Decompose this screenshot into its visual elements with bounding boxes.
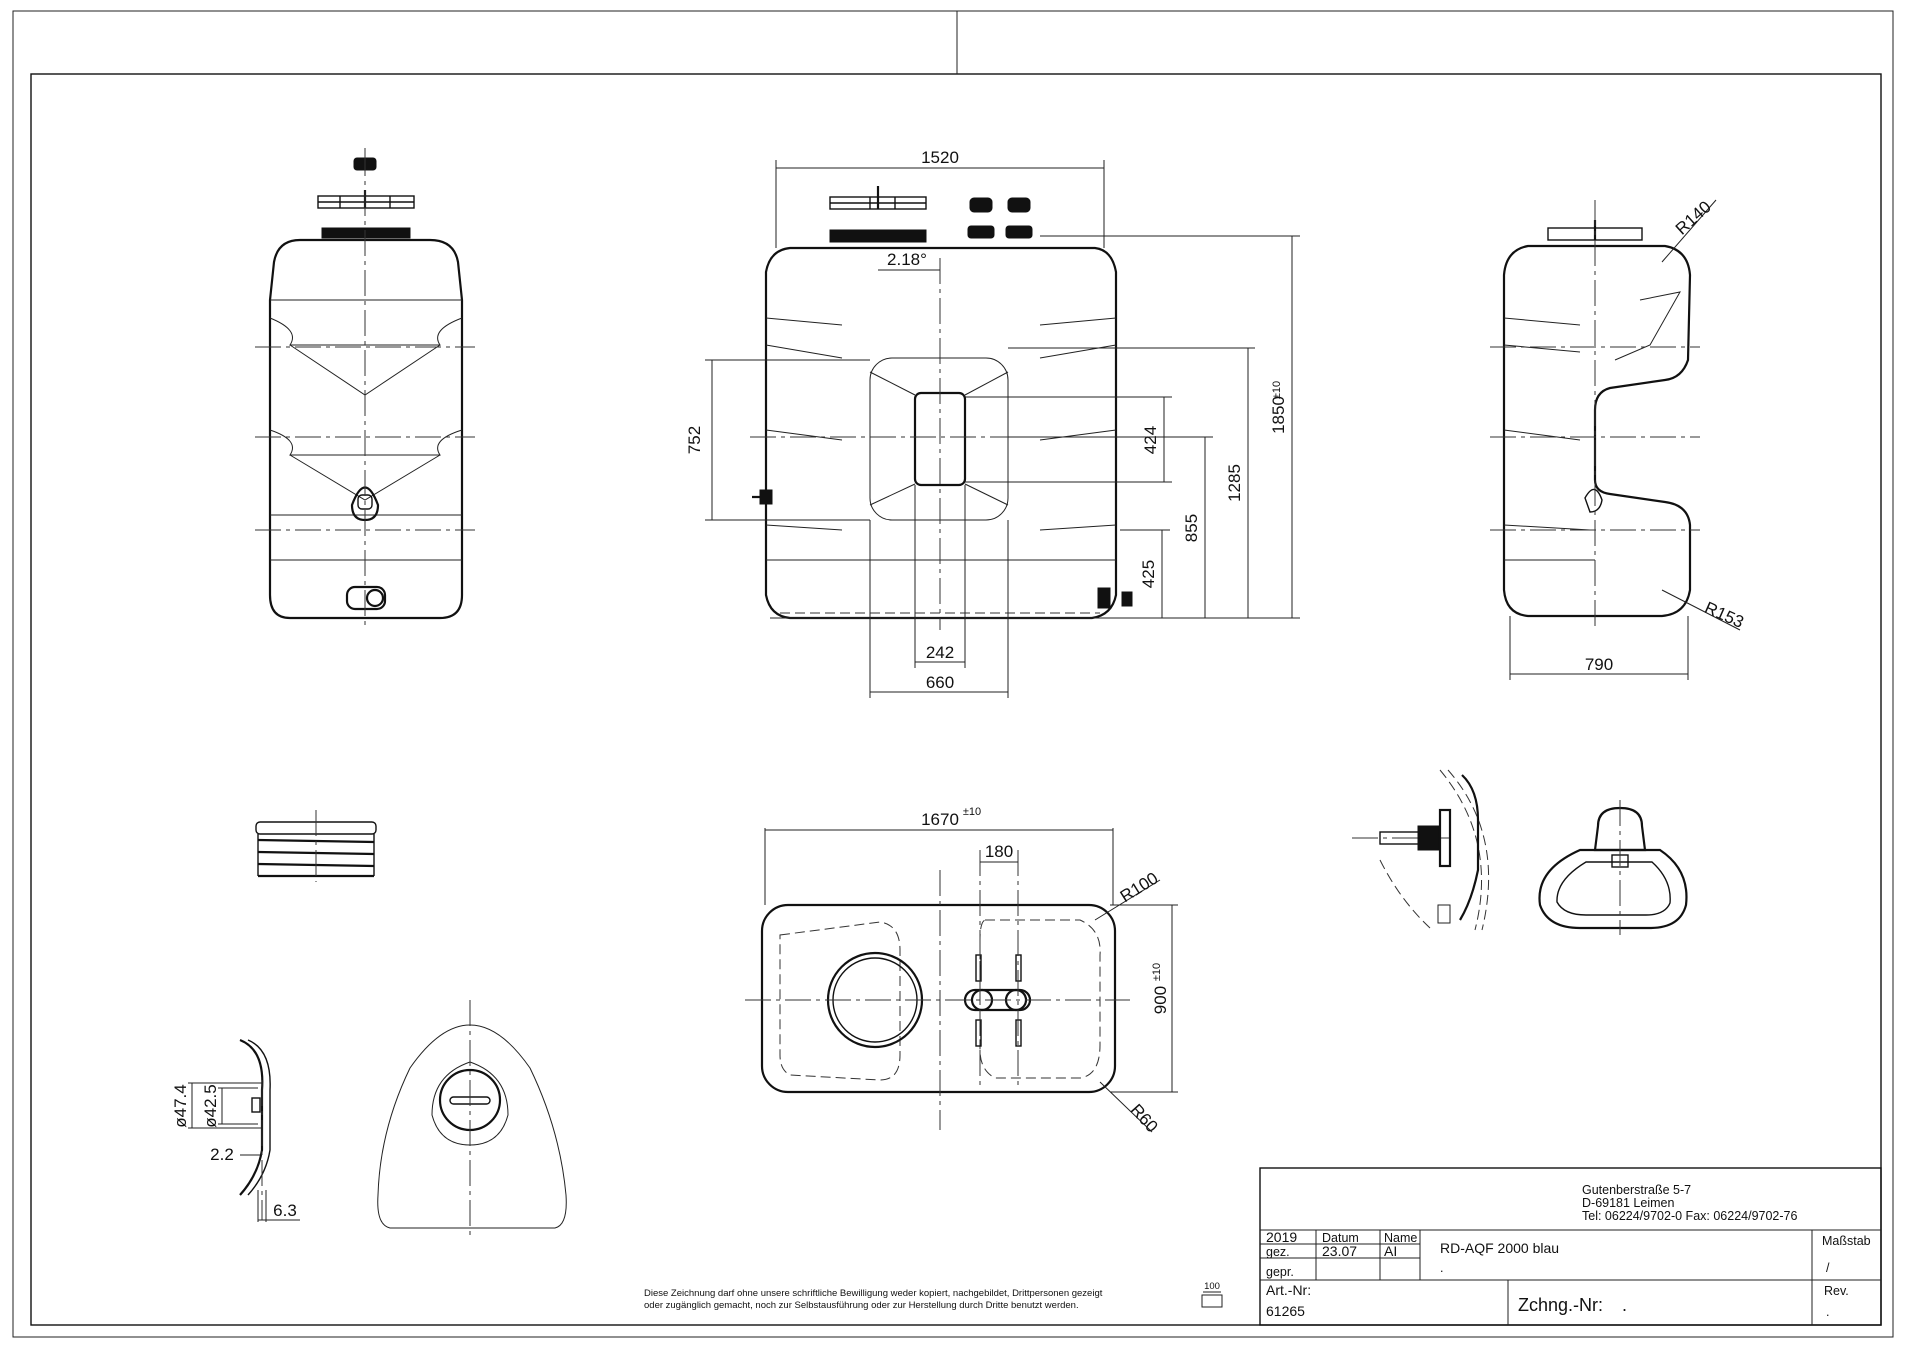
dim-outer-dia: ø47.4 — [171, 1084, 190, 1127]
col-datum: Datum — [1322, 1231, 1359, 1245]
zchng-value: . — [1622, 1295, 1627, 1315]
dim-width-front: 1520 — [921, 148, 959, 167]
valve-detail — [1352, 769, 1490, 931]
date-value: 23.07 — [1322, 1243, 1357, 1259]
dim-hole-spacing: 180 — [985, 842, 1013, 861]
dim-angle: 2.18° — [887, 250, 927, 269]
dim-offset: 6.3 — [273, 1201, 297, 1220]
dim-top-length-tol: ±10 — [963, 806, 981, 818]
address-line-1: Gutenberstraße 5-7 — [1582, 1183, 1691, 1197]
dim-inner-dia: ø42.5 — [201, 1084, 220, 1127]
copyright-notice: Diese Zeichnung darf ohne unsere schrift… — [644, 1288, 1103, 1311]
left-view — [255, 148, 475, 625]
zchng-label: Zchng.-Nr: — [1518, 1295, 1603, 1315]
dim-radius-bottom: R153 — [1702, 598, 1747, 632]
dim-depth: 790 — [1585, 655, 1613, 674]
handle-detail — [1538, 800, 1688, 935]
scale-symbol-value: 100 — [1204, 1281, 1220, 1292]
dim-height-1285: 1285 — [1225, 464, 1244, 502]
year: 2019 — [1266, 1229, 1297, 1245]
dim-outlet-height: 425 — [1139, 560, 1158, 588]
recess-shape — [377, 1000, 567, 1240]
address-line-3: Tel: 06224/9702-0 Fax: 06224/9702-76 — [1582, 1209, 1797, 1223]
side-view: R140 R153 790 — [1490, 197, 1747, 680]
art-value: 61265 — [1266, 1303, 1305, 1319]
dim-radius-inner: R60 — [1127, 1100, 1162, 1136]
front-view: 1520 2.18° 752 424 855 1285 1850 ±10 425 — [685, 148, 1300, 698]
dim-top-length: 1670 — [921, 810, 959, 829]
dim-window-height: 424 — [1141, 426, 1160, 454]
thread-detail — [255, 810, 377, 882]
rev-label: Rev. — [1824, 1284, 1849, 1298]
sheet-frame — [12, 10, 1894, 1338]
drawing-title-sub: . — [1440, 1261, 1443, 1275]
notice-line-2: oder zugänglich gemacht, noch zur Selbst… — [644, 1300, 1079, 1311]
title-block: Gutenberstraße 5-7 D-69181 Leimen Tel: 0… — [1259, 1167, 1882, 1326]
notice-line-1: Diese Zeichnung darf ohne unsere schrift… — [644, 1288, 1103, 1299]
rev-value: . — [1826, 1305, 1829, 1319]
dim-recess-width: 660 — [926, 673, 954, 692]
top-view: 1670 ±10 180 R100 900 ±10 R60 — [745, 806, 1178, 1136]
row-gez: gez. — [1266, 1245, 1290, 1259]
dim-total-height: 1850 — [1269, 396, 1288, 434]
address-line-2: D-69181 Leimen — [1582, 1196, 1674, 1210]
massstab-label: Maßstab — [1822, 1234, 1871, 1248]
row-gepr: gepr. — [1266, 1265, 1294, 1279]
massstab-value: / — [1826, 1261, 1830, 1275]
section-detail: ø47.4 ø42.5 2.2 6.3 — [171, 1038, 300, 1222]
art-label: Art.-Nr: — [1266, 1282, 1311, 1298]
dim-window-width: 242 — [926, 643, 954, 662]
dim-top-width-tol: ±10 — [1151, 963, 1163, 981]
dim-top-width: 900 — [1151, 986, 1170, 1014]
col-name: Name — [1384, 1231, 1417, 1245]
scale-symbol: 100 — [1201, 1281, 1223, 1308]
name-value: AI — [1384, 1243, 1397, 1259]
dim-wall: 2.2 — [210, 1145, 234, 1164]
dim-radius-corner: R100 — [1117, 869, 1162, 907]
dim-recess-height: 752 — [685, 426, 704, 454]
drawing-title: RD-AQF 2000 blau — [1440, 1240, 1559, 1256]
dim-height-855: 855 — [1182, 514, 1201, 542]
dim-total-height-tol: ±10 — [1271, 381, 1283, 399]
dim-radius-top: R140 — [1672, 197, 1715, 238]
